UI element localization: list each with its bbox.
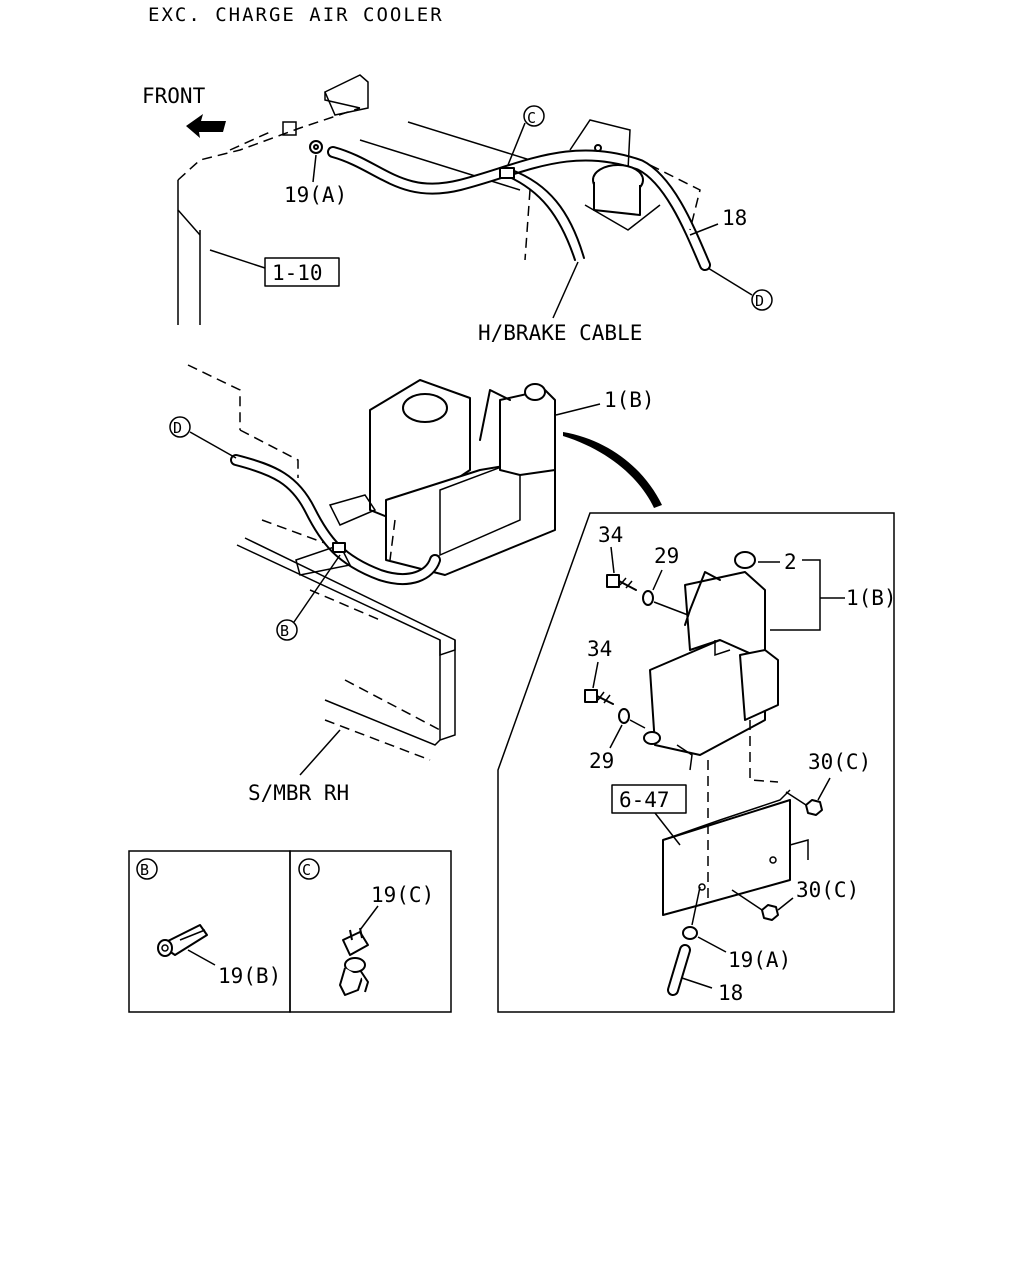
part-18-detail: 18 xyxy=(718,981,743,1005)
bracket-plate xyxy=(295,494,377,576)
hbrake-cable-label: H/BRAKE CABLE xyxy=(478,321,642,345)
circle-ref-c-top: C xyxy=(523,105,545,127)
circle-ref-c-box: C xyxy=(298,858,320,880)
part-19a-detail: 19(A) xyxy=(728,948,791,972)
upper-hose xyxy=(327,146,711,271)
circle-ref-d-top-label: D xyxy=(755,292,764,310)
circle-ref-d-top: D xyxy=(751,289,773,311)
ref-box-6-47 xyxy=(611,784,687,814)
circle-ref-b-box: B xyxy=(136,858,158,880)
part-34-lower: 34 xyxy=(587,637,612,661)
part-29-upper: 29 xyxy=(654,544,679,568)
detail-frame xyxy=(497,512,895,1013)
part-34-upper: 34 xyxy=(598,523,623,547)
circle-ref-d-middle-label: D xyxy=(173,419,182,437)
middle-frame xyxy=(187,364,456,761)
clip-19c-drawing xyxy=(339,927,369,996)
part-19c-label: 19(C) xyxy=(371,883,434,907)
part-19b-label: 19(B) xyxy=(218,964,281,988)
part-30c-lower: 30(C) xyxy=(796,878,859,902)
ref-1-10-label: 1-10 xyxy=(272,261,323,285)
clip-19a-top xyxy=(309,140,323,154)
smbr-rh-label: S/MBR RH xyxy=(248,781,349,805)
upper-reservoir xyxy=(524,119,701,261)
clip-b-middle xyxy=(332,542,346,553)
circle-ref-b-middle-label: B xyxy=(280,622,289,640)
upper-body-outline xyxy=(177,74,531,325)
clip-19a-detail xyxy=(682,926,698,940)
circle-ref-d-middle: D xyxy=(169,416,191,438)
bolt-34-lower xyxy=(584,689,614,705)
part-29-lower: 29 xyxy=(589,749,614,773)
diagram-title: EXC. CHARGE AIR COOLER xyxy=(148,4,444,26)
front-arrow-icon xyxy=(186,114,226,138)
part-1b-detail: 1(B) xyxy=(846,586,897,610)
clip-19b-drawing xyxy=(157,924,208,957)
part-19a-top: 19(A) xyxy=(284,183,347,207)
circle-ref-c-top-label: C xyxy=(527,109,536,127)
part-18-top: 18 xyxy=(722,206,747,230)
washer-29-lower xyxy=(618,708,630,724)
detail-reservoir-tank xyxy=(643,551,779,771)
clip-c-top xyxy=(499,122,526,179)
part-2-label: 2 xyxy=(784,550,797,574)
detail-pointer-arrow xyxy=(563,432,662,508)
ref-6-47-label: 6-47 xyxy=(619,788,670,812)
ref-box-1-10: 1-10 xyxy=(209,249,340,287)
detail-box-c xyxy=(289,850,452,1013)
nut-30c-lower xyxy=(761,904,779,921)
hbrake-cable xyxy=(504,169,585,319)
detail-bracket xyxy=(662,720,809,916)
circle-ref-b-middle: B xyxy=(276,619,298,641)
part-30c-upper: 30(C) xyxy=(808,750,871,774)
part-1b-middle: 1(B) xyxy=(604,388,655,412)
middle-reservoir-tank xyxy=(369,379,556,576)
circle-ref-b-box-label: B xyxy=(140,861,149,879)
bolt-34-upper xyxy=(606,574,637,591)
washer-29-upper xyxy=(642,590,654,606)
front-label: FRONT xyxy=(142,84,206,108)
hose-18-detail xyxy=(667,944,691,996)
nut-30c-upper xyxy=(805,799,823,816)
circle-ref-c-box-label: C xyxy=(302,861,311,879)
